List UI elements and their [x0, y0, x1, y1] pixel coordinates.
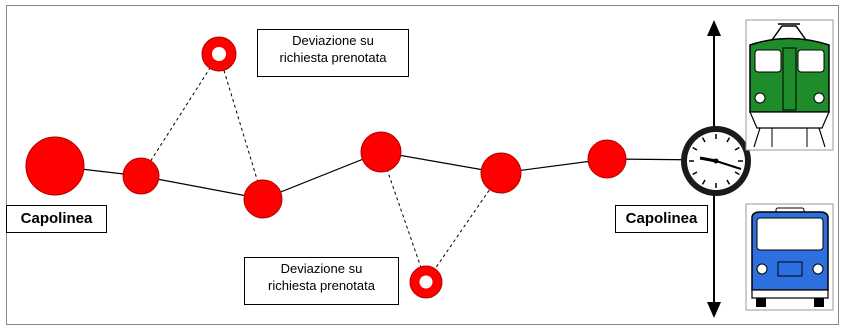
terminal-stop-start: [25, 136, 85, 196]
clock-icon: [681, 126, 751, 196]
stop-5: [587, 139, 627, 179]
diagram-frame: [6, 5, 839, 325]
bus-icon: [745, 203, 834, 311]
deviation-label-bottom: Deviazione su richiesta prenotata: [244, 257, 399, 305]
deviation-label-bottom-line1: Deviazione su: [280, 261, 363, 276]
deviation-label-bottom-line2: richiesta prenotata: [268, 278, 375, 293]
train-icon: [745, 19, 834, 151]
on-demand-stop-top-hole: [212, 47, 226, 61]
terminal-label-end: Capolinea: [615, 205, 708, 233]
deviation-label-top-line2: richiesta prenotata: [279, 50, 387, 65]
on-demand-stop-bottom-hole: [419, 275, 433, 289]
stop-2: [243, 179, 283, 219]
stop-1: [122, 157, 160, 195]
stop-3: [360, 131, 402, 173]
deviation-label-top-line1: Deviazione su: [292, 33, 374, 48]
terminal-label-start: Capolinea: [6, 205, 107, 233]
stop-4: [480, 152, 522, 194]
deviation-label-top: Deviazione su richiesta prenotata: [257, 29, 409, 77]
